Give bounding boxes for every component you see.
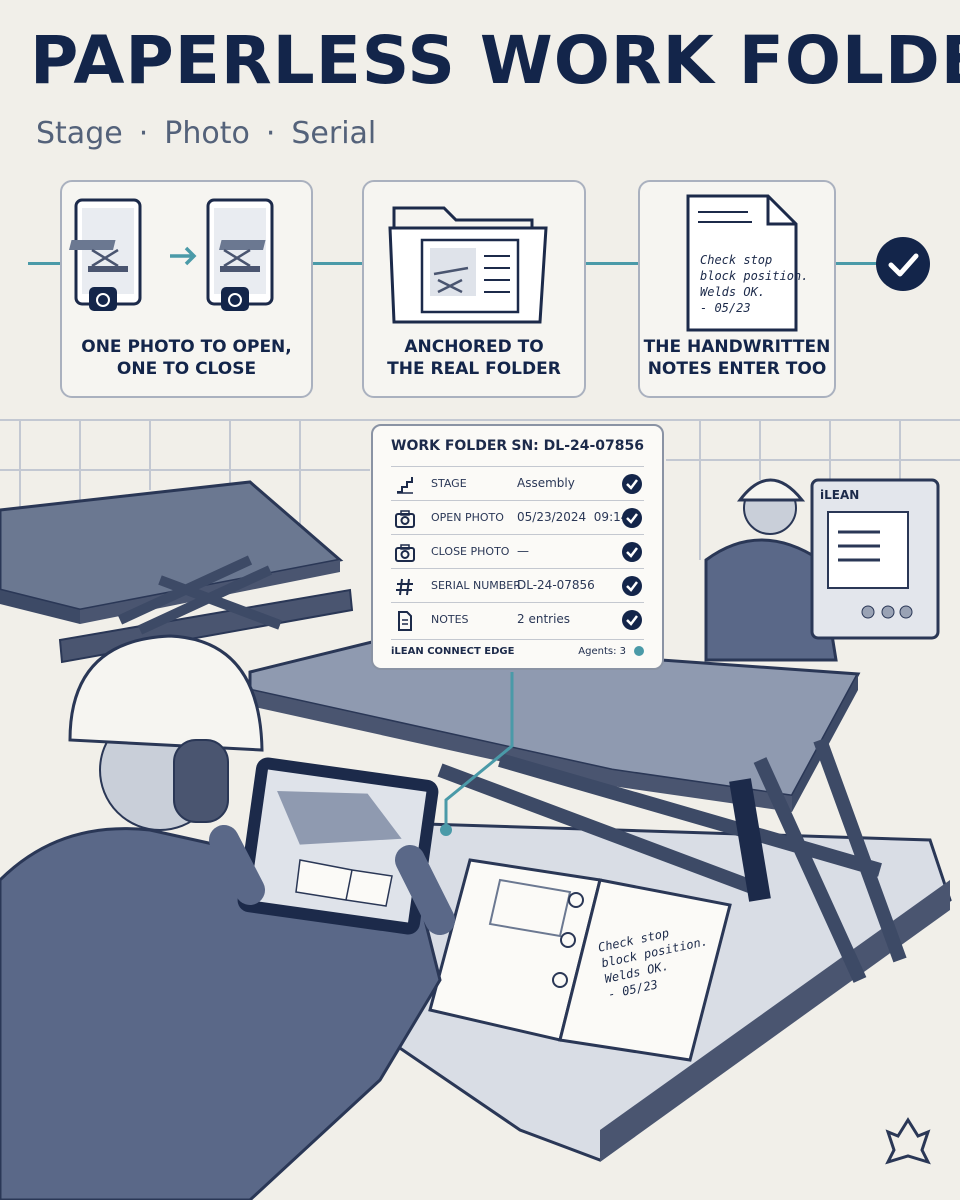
- row-value: 05/23/2024 09:14: [517, 510, 629, 524]
- factory-scene-illustration: [0, 419, 960, 1200]
- process-connector: [312, 262, 364, 265]
- step-caption-line: ANCHORED TO: [404, 337, 544, 357]
- row-label: CLOSE PHOTO: [431, 545, 510, 558]
- check-icon: [622, 474, 642, 494]
- folder-icon: [388, 206, 548, 324]
- step-caption-line: THE REAL FOLDER: [387, 359, 561, 379]
- check-icon: [622, 542, 642, 562]
- note-line: Check stop: [700, 253, 773, 267]
- note-line: - 05/23: [700, 301, 751, 315]
- handwritten-note-icon: [686, 194, 798, 332]
- page-title: PAPERLESS WORK FOLDER: [30, 22, 960, 99]
- subtitle-separator: ·: [138, 116, 149, 151]
- camera-icon: [220, 286, 250, 312]
- work-folder-panel: WORK FOLDER SN: DL-24-07856 STAGE Assemb…: [371, 424, 664, 670]
- kiosk-brand: iLEAN: [820, 488, 860, 502]
- step-caption-line: THE HANDWRITTEN: [643, 337, 831, 357]
- subtitle-stage: Stage: [36, 116, 123, 151]
- work-folder-row-close-photo[interactable]: CLOSE PHOTO —: [391, 534, 644, 569]
- work-folder-row-stage[interactable]: STAGE Assembly: [391, 466, 644, 501]
- work-folder-row-serial[interactable]: SERIAL NUMBER DL-24-07856: [391, 568, 644, 603]
- step-caption-line: ONE TO CLOSE: [116, 359, 257, 379]
- handwritten-note: Check stop block position. Welds OK. - 0…: [700, 252, 808, 316]
- row-label: OPEN PHOTO: [431, 511, 504, 524]
- row-value: —: [517, 544, 529, 558]
- done-check-icon: [876, 237, 930, 291]
- check-icon: [622, 508, 642, 528]
- work-folder-header: WORK FOLDER SN: DL-24-07856: [391, 438, 644, 460]
- agents-count: Agents: 3: [578, 646, 626, 657]
- step-card-photos: ONE PHOTO TO OPEN, ONE TO CLOSE: [60, 180, 313, 398]
- hash-icon: [395, 577, 415, 597]
- row-label: SERIAL NUMBER: [431, 579, 521, 592]
- work-folder-footer: iLEAN CONNECT EDGE Agents: 3: [391, 639, 644, 660]
- row-label: NOTES: [431, 613, 469, 626]
- subtitle-separator: ·: [265, 116, 276, 151]
- serial-number-header: SN: DL-24-07856: [511, 438, 644, 454]
- brand-logo: [885, 1117, 931, 1165]
- process-connector: [584, 262, 640, 265]
- tablet-photos-illustration: [69, 198, 274, 306]
- document-icon: [395, 611, 415, 631]
- work-folder-title: WORK FOLDER: [391, 438, 508, 454]
- step-caption-line: ONE PHOTO TO OPEN,: [81, 337, 292, 357]
- status-dot-icon: [634, 646, 644, 656]
- step-caption: ANCHORED TO THE REAL FOLDER: [364, 336, 584, 380]
- camera-icon: [395, 543, 415, 563]
- step-caption-line: NOTES ENTER TOO: [647, 359, 827, 379]
- camera-icon: [88, 286, 118, 312]
- work-folder-row-open-photo[interactable]: OPEN PHOTO 05/23/2024 09:14: [391, 500, 644, 535]
- step-caption: THE HANDWRITTEN NOTES ENTER TOO: [640, 336, 834, 380]
- row-value: DL-24-07856: [517, 578, 595, 592]
- check-icon: [622, 576, 642, 596]
- footer-brand: iLEAN CONNECT EDGE: [391, 646, 515, 657]
- subtitle-photo: Photo: [164, 116, 250, 151]
- row-value: Assembly: [517, 476, 575, 490]
- subtitle-serial: Serial: [291, 116, 377, 151]
- step-card-notes: Check stop block position. Welds OK. - 0…: [638, 180, 836, 398]
- camera-icon: [395, 509, 415, 529]
- note-line: block position.: [700, 269, 809, 283]
- subtitle: Stage · Photo · Serial: [36, 116, 376, 151]
- row-label: STAGE: [431, 477, 467, 490]
- process-connector: [28, 262, 60, 265]
- check-icon: [622, 610, 642, 630]
- row-value: 2 entries: [517, 612, 571, 626]
- process-connector: [834, 262, 878, 265]
- stairs-icon: [395, 475, 415, 495]
- step-card-folder: ANCHORED TO THE REAL FOLDER: [362, 180, 586, 398]
- work-folder-row-notes[interactable]: NOTES 2 entries: [391, 602, 644, 637]
- note-line: Welds OK.: [700, 285, 766, 299]
- step-caption: ONE PHOTO TO OPEN, ONE TO CLOSE: [62, 336, 311, 380]
